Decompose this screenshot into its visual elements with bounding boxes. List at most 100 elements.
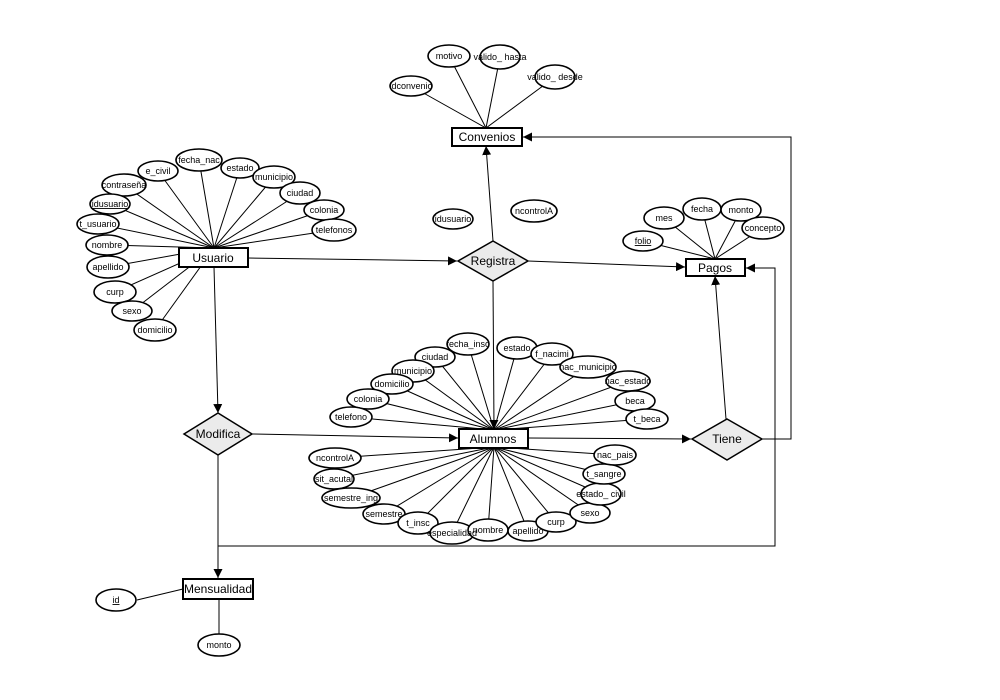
attribute-domicilio	[133, 318, 177, 342]
entity-convenios-label: Convenios	[459, 130, 516, 144]
relationships	[182, 240, 764, 461]
label-t-beca: t_beca	[633, 414, 660, 424]
label-sexo: sexo	[580, 508, 599, 518]
label-contrasena: contraseña	[102, 180, 147, 190]
label-domicilio: domicilio	[137, 325, 172, 335]
label-telefonos: telefonos	[316, 225, 353, 235]
attribute-labels: motivo valido_ hasta valido_ desde idcon…	[79, 51, 781, 650]
label-valido-desde: valido_ desde	[527, 72, 583, 82]
attribute-ncontrola-floating	[510, 199, 558, 223]
label-folio: folio	[635, 236, 652, 246]
label-t-insc: t_insc	[406, 518, 430, 528]
attribute-idusuario	[89, 193, 131, 215]
attribute-nombre	[85, 234, 129, 256]
label-concepto: concepto	[745, 223, 782, 233]
label-colonia: colonia	[354, 394, 383, 404]
label-nombre: nombre	[92, 240, 123, 250]
label-beca: beca	[625, 396, 645, 406]
relationship-registra-label: Registra	[471, 254, 516, 268]
entity-mensualidad-label: Mensualidad	[184, 582, 252, 596]
attribute-fecha-insc	[446, 332, 490, 356]
entity-convenios[interactable]	[451, 127, 523, 147]
entity-alumnos[interactable]	[458, 428, 529, 449]
attribute-e-civil	[137, 160, 179, 182]
entity-usuario[interactable]	[178, 247, 249, 268]
label-sit-acutal: sit_acutal	[315, 474, 353, 484]
relationship-connectors	[213, 132, 792, 578]
label-nac-municipio: nac_municipio	[559, 362, 617, 372]
relationship-modifica[interactable]	[182, 412, 254, 456]
attribute-ciudad	[279, 181, 321, 205]
attribute-monto	[197, 633, 241, 657]
attribute-telefonos	[311, 218, 357, 242]
label-telefono: telefono	[335, 412, 367, 422]
label-municipio: municipio	[394, 366, 432, 376]
label-motivo: motivo	[436, 51, 463, 61]
label-id: id	[112, 595, 119, 605]
label-semestre-ing: semestre_ing	[324, 493, 378, 503]
label-f-nacimi: f_nacimi	[535, 349, 569, 359]
attribute-valido-desde	[534, 64, 576, 90]
attribute-apellido	[86, 255, 130, 279]
attribute-idusuario-floating	[432, 208, 474, 230]
attribute-concepto	[741, 216, 785, 240]
attribute-domicilio	[370, 373, 414, 395]
attribute-colonia	[346, 388, 390, 410]
label-t-sangre: t_sangre	[586, 469, 621, 479]
attribute-estado	[220, 157, 260, 179]
attribute-fecha-nac	[175, 148, 223, 172]
label-ncontrola-floating: ncontrolA	[515, 206, 553, 216]
attribute-sexo	[111, 300, 153, 322]
label-nombre: nombre	[473, 525, 504, 535]
label-t-usuario: t_usuario	[79, 219, 116, 229]
attribute-monto	[720, 198, 762, 222]
label-monto: monto	[728, 205, 753, 215]
entity-usuario-label: Usuario	[192, 251, 234, 265]
attribute-folio	[622, 230, 664, 252]
attribute-connectors	[97, 55, 764, 634]
label-nac-estado: nac_estado	[605, 376, 652, 386]
entities	[178, 127, 746, 600]
attribute-t-usuario	[76, 213, 120, 235]
label-valido-hasta: valido_ hasta	[473, 52, 526, 62]
relationship-tiene-label: Tiene	[712, 432, 742, 446]
attribute-id	[95, 588, 137, 612]
label-estado: estado	[503, 343, 530, 353]
attribute-t-beca	[625, 408, 669, 430]
label-sexo: sexo	[122, 306, 141, 316]
entity-mensualidad[interactable]	[182, 578, 254, 600]
label-mes: mes	[655, 213, 673, 223]
label-idconvenio: idconvenio	[389, 81, 432, 91]
attribute-mes	[643, 206, 685, 230]
entity-alumnos-label: Alumnos	[470, 432, 517, 446]
relationship-tiene[interactable]	[690, 418, 764, 461]
attribute-t-insc	[397, 511, 439, 535]
entity-pagos-label: Pagos	[698, 261, 732, 275]
attribute-motivo	[427, 44, 471, 68]
label-idusuario: idusuario	[92, 199, 129, 209]
attribute-curp	[535, 511, 577, 533]
attribute-ncontrola	[308, 447, 362, 469]
relationship-modifica-label: Modifica	[196, 427, 241, 441]
entity-pagos[interactable]	[685, 258, 746, 277]
label-colonia: colonia	[310, 205, 339, 215]
label-apellido: apellido	[512, 526, 543, 536]
label-ciudad: ciudad	[287, 188, 314, 198]
label-estado: estado	[226, 163, 253, 173]
label-curp: curp	[106, 287, 124, 297]
attribute-municipio	[252, 165, 296, 189]
label-fecha-insc: fecha_insc	[446, 339, 490, 349]
label-monto: monto	[206, 640, 231, 650]
attribute-ellipses	[76, 44, 785, 657]
label-ciudad: ciudad	[422, 352, 449, 362]
attribute-nac-pais	[593, 444, 637, 466]
attribute-telefono	[329, 406, 373, 428]
label-especialidad: especialidad	[427, 528, 477, 538]
label-idusuario-floating: idusuario	[435, 214, 472, 224]
relationship-registra[interactable]	[456, 240, 530, 282]
attribute-semestre-ing	[321, 487, 381, 509]
label-nac-pais: nac_pais	[597, 450, 634, 460]
label-domicilio: domicilio	[374, 379, 409, 389]
label-municipio: municipio	[255, 172, 293, 182]
